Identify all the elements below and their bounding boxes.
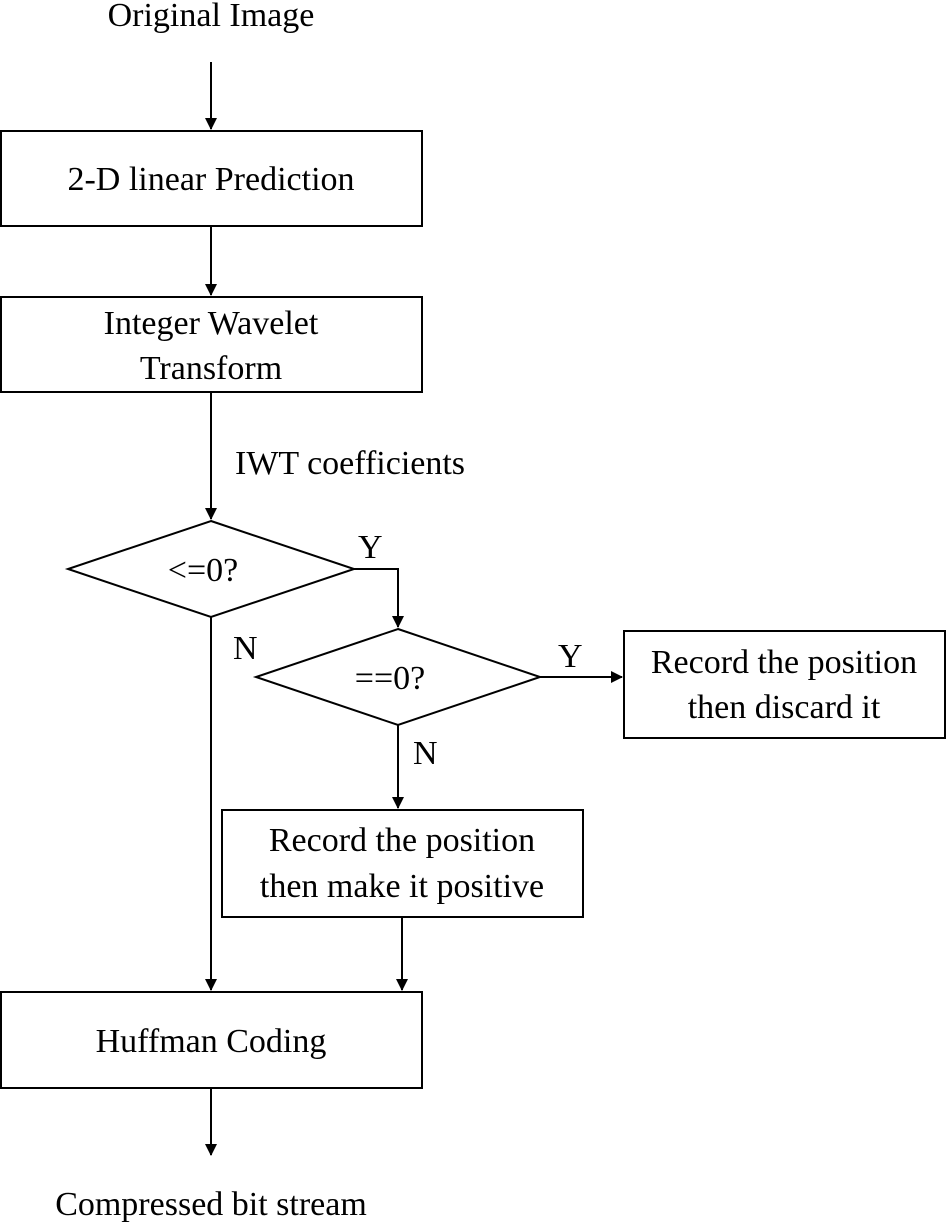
prediction-box: [0, 130, 423, 227]
huffman-label: Huffman Coding: [96, 1023, 327, 1060]
edge-label-coefficients: IWT coefficients: [235, 445, 465, 482]
branch-label-nonpositive-yes: Y: [358, 529, 383, 566]
discard-label-line1: Record the position: [651, 644, 917, 681]
make-positive-label-line2: then make it positive: [260, 868, 544, 905]
make-positive-box: [221, 809, 584, 918]
branch-label-zero-yes: Y: [558, 638, 583, 675]
make-positive-label-line1: Record the position: [269, 822, 535, 859]
wavelet-box: [0, 296, 423, 393]
arrow-nonpositive-yes: [354, 568, 404, 628]
huffman-box: [0, 991, 423, 1089]
wavelet-label-line1: Integer Wavelet: [104, 305, 319, 342]
prediction-label: 2-D linear Prediction: [67, 161, 354, 198]
output-label: Compressed bit stream: [55, 1186, 367, 1223]
discard-label-line2: then discard it: [688, 689, 881, 726]
branch-label-nonpositive-no: N: [233, 630, 258, 667]
wavelet-label-line2: Transform: [140, 350, 282, 387]
branch-label-zero-no: N: [413, 735, 438, 772]
decision-nonpositive-label: <=0?: [168, 552, 238, 589]
decision-zero-label: ==0?: [355, 660, 425, 697]
discard-box: [623, 630, 946, 739]
input-label: Original Image: [108, 0, 315, 34]
